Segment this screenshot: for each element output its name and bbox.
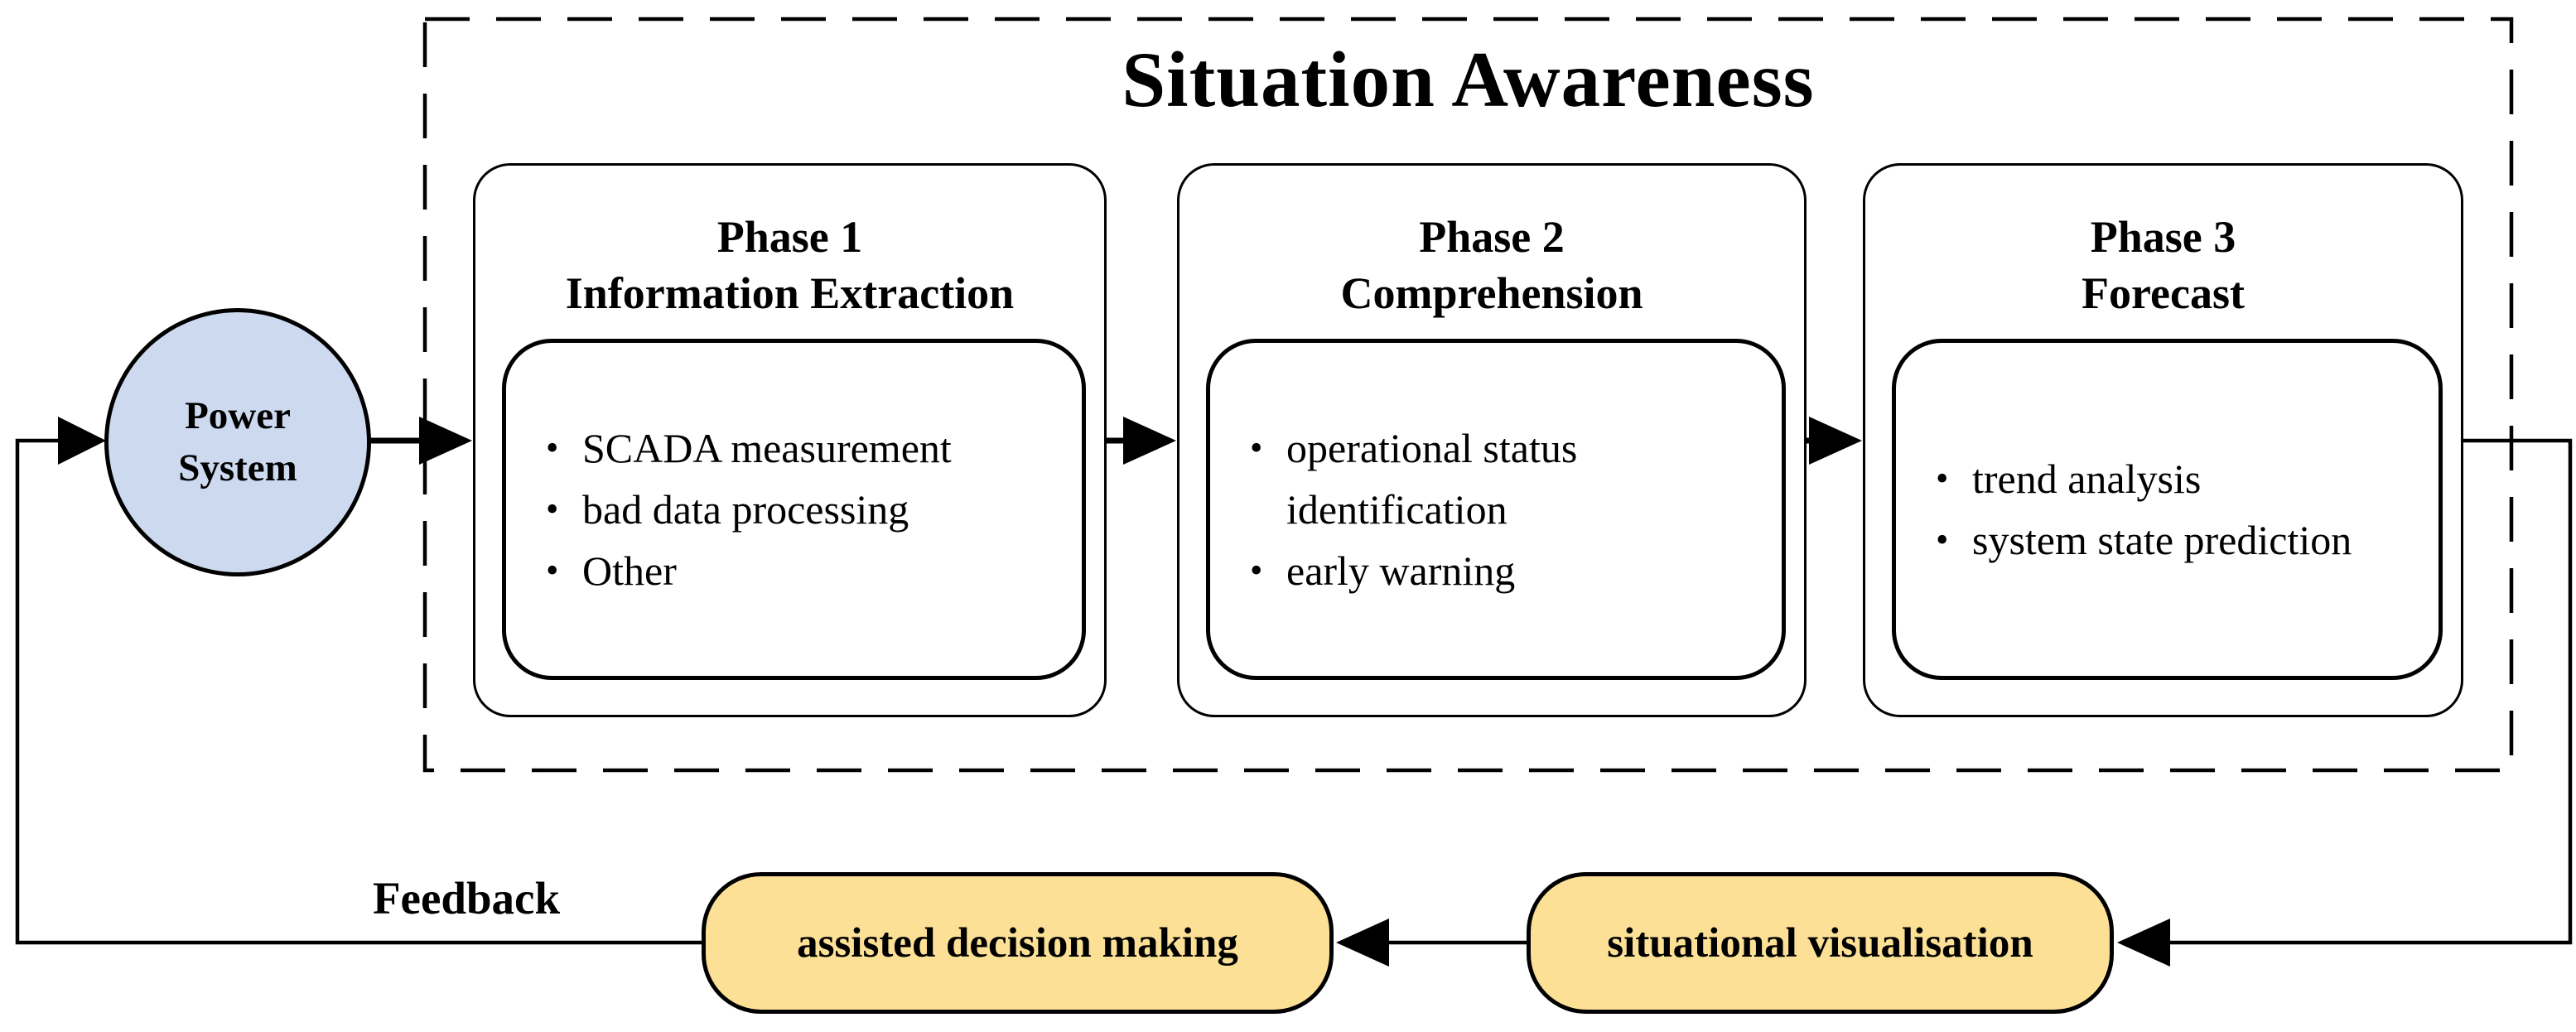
phase3-name: Forecast [2082, 268, 2245, 318]
bullet-label: trend analysis [1972, 456, 2202, 502]
phase2-number: Phase 2 [1419, 212, 1565, 262]
feedback-to-power-arrowhead [58, 417, 106, 465]
bullet-icon: • [546, 489, 559, 529]
list-item: • Other [546, 540, 1070, 601]
phase3-box: Phase 3 Forecast • trend analysis • syst… [1863, 163, 2463, 717]
list-item: • bad data processing [546, 479, 1070, 540]
phase1-number: Phase 1 [716, 212, 863, 262]
phase2-title: Phase 2 Comprehension [1179, 209, 1804, 321]
situational-visualisation-node: situational visualisation [1527, 872, 2114, 1014]
visualisation-arrowhead [2117, 919, 2170, 967]
phase3-content-box: • trend analysis • system state predicti… [1892, 339, 2443, 680]
phase1-name: Information Extraction [565, 268, 1015, 318]
assisted-decision-making-node: assisted decision making [702, 872, 1334, 1014]
power-system-label-line2: System [178, 446, 297, 489]
list-item: • SCADA measurement [546, 417, 1070, 479]
list-item: • early warning [1250, 540, 1770, 601]
bullet-label: SCADA measurement [582, 425, 952, 471]
bullet-label: system state prediction [1972, 517, 2352, 563]
list-item: • system state prediction [1936, 509, 2427, 571]
assisted-decision-making-label: assisted decision making [797, 919, 1238, 967]
bullet-label: early warning [1286, 547, 1516, 594]
decision-arrowhead [1336, 919, 1389, 967]
phase2-to-phase3-arrowhead [1809, 417, 1862, 465]
phase1-to-phase2-arrowhead [1123, 417, 1176, 465]
phase2-name: Comprehension [1340, 268, 1643, 318]
bullet-icon: • [1936, 458, 1949, 499]
phase3-title: Phase 3 Forecast [1865, 209, 2461, 321]
situation-awareness-dashed-border [422, 17, 2514, 773]
phase1-bullet-list: • SCADA measurement • bad data processin… [546, 417, 1070, 601]
bullet-icon: • [1250, 550, 1263, 591]
bullet-icon: • [546, 427, 559, 468]
phase3-bullet-list: • trend analysis • system state predicti… [1936, 448, 2427, 571]
phase2-bullet-list: • operational status identification • ea… [1250, 417, 1770, 601]
power-system-label-line1: Power [185, 394, 291, 437]
power-to-phase1-arrowhead [419, 417, 472, 465]
phase1-title: Phase 1 Information Extraction [475, 209, 1104, 321]
feedback-label: Feedback [372, 873, 561, 923]
phase2-box: Phase 2 Comprehension • operational stat… [1177, 163, 1807, 717]
list-item: • trend analysis [1936, 448, 2427, 509]
page-title: Situation Awareness [1122, 36, 1815, 123]
phase1-content-box: • SCADA measurement • bad data processin… [502, 339, 1086, 680]
bullet-icon: • [546, 550, 559, 591]
feedback-to-power-line [15, 438, 703, 945]
bullet-label: operational status identification [1286, 425, 1578, 533]
power-system-node: Power System [104, 308, 371, 576]
situational-visualisation-label: situational visualisation [1607, 919, 2033, 967]
phase3-number: Phase 3 [2090, 212, 2236, 262]
list-item: • operational status identification [1250, 417, 1770, 540]
phase3-to-visualisation-line [2168, 438, 2573, 945]
bullet-label: Other [582, 547, 677, 594]
bullet-icon: • [1250, 427, 1263, 468]
phase1-box: Phase 1 Information Extraction • SCADA m… [473, 163, 1107, 717]
bullet-icon: • [1936, 519, 1949, 560]
bullet-label: bad data processing [582, 486, 909, 533]
phase2-content-box: • operational status identification • ea… [1206, 339, 1786, 680]
